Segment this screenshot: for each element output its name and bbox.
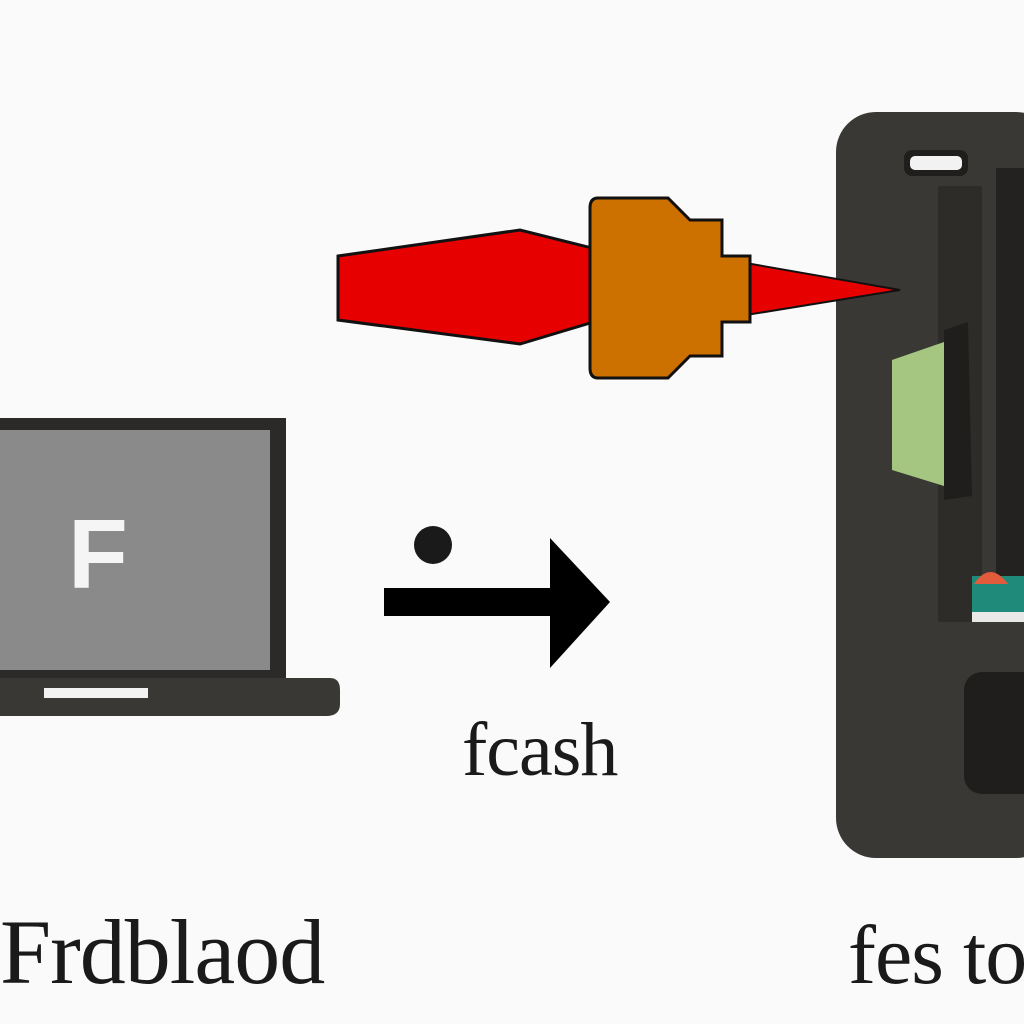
teal-component [972, 572, 1024, 622]
arrow-dot [414, 526, 452, 564]
laptop-screen [0, 430, 270, 670]
laptop-icon: F [0, 418, 340, 716]
right-arrow-icon [384, 526, 610, 668]
arrow-caption: fcash [462, 708, 618, 792]
printer-device-icon [836, 112, 1024, 858]
left-caption: Frdblaod [0, 901, 325, 1003]
device-bottom-compartment [964, 672, 1024, 794]
green-card-slot [892, 322, 972, 500]
usb-connector-icon [336, 196, 901, 380]
laptop-screen-letter: F [68, 499, 128, 609]
right-caption: fes to [848, 909, 1024, 1002]
device-top-slot [904, 150, 968, 176]
